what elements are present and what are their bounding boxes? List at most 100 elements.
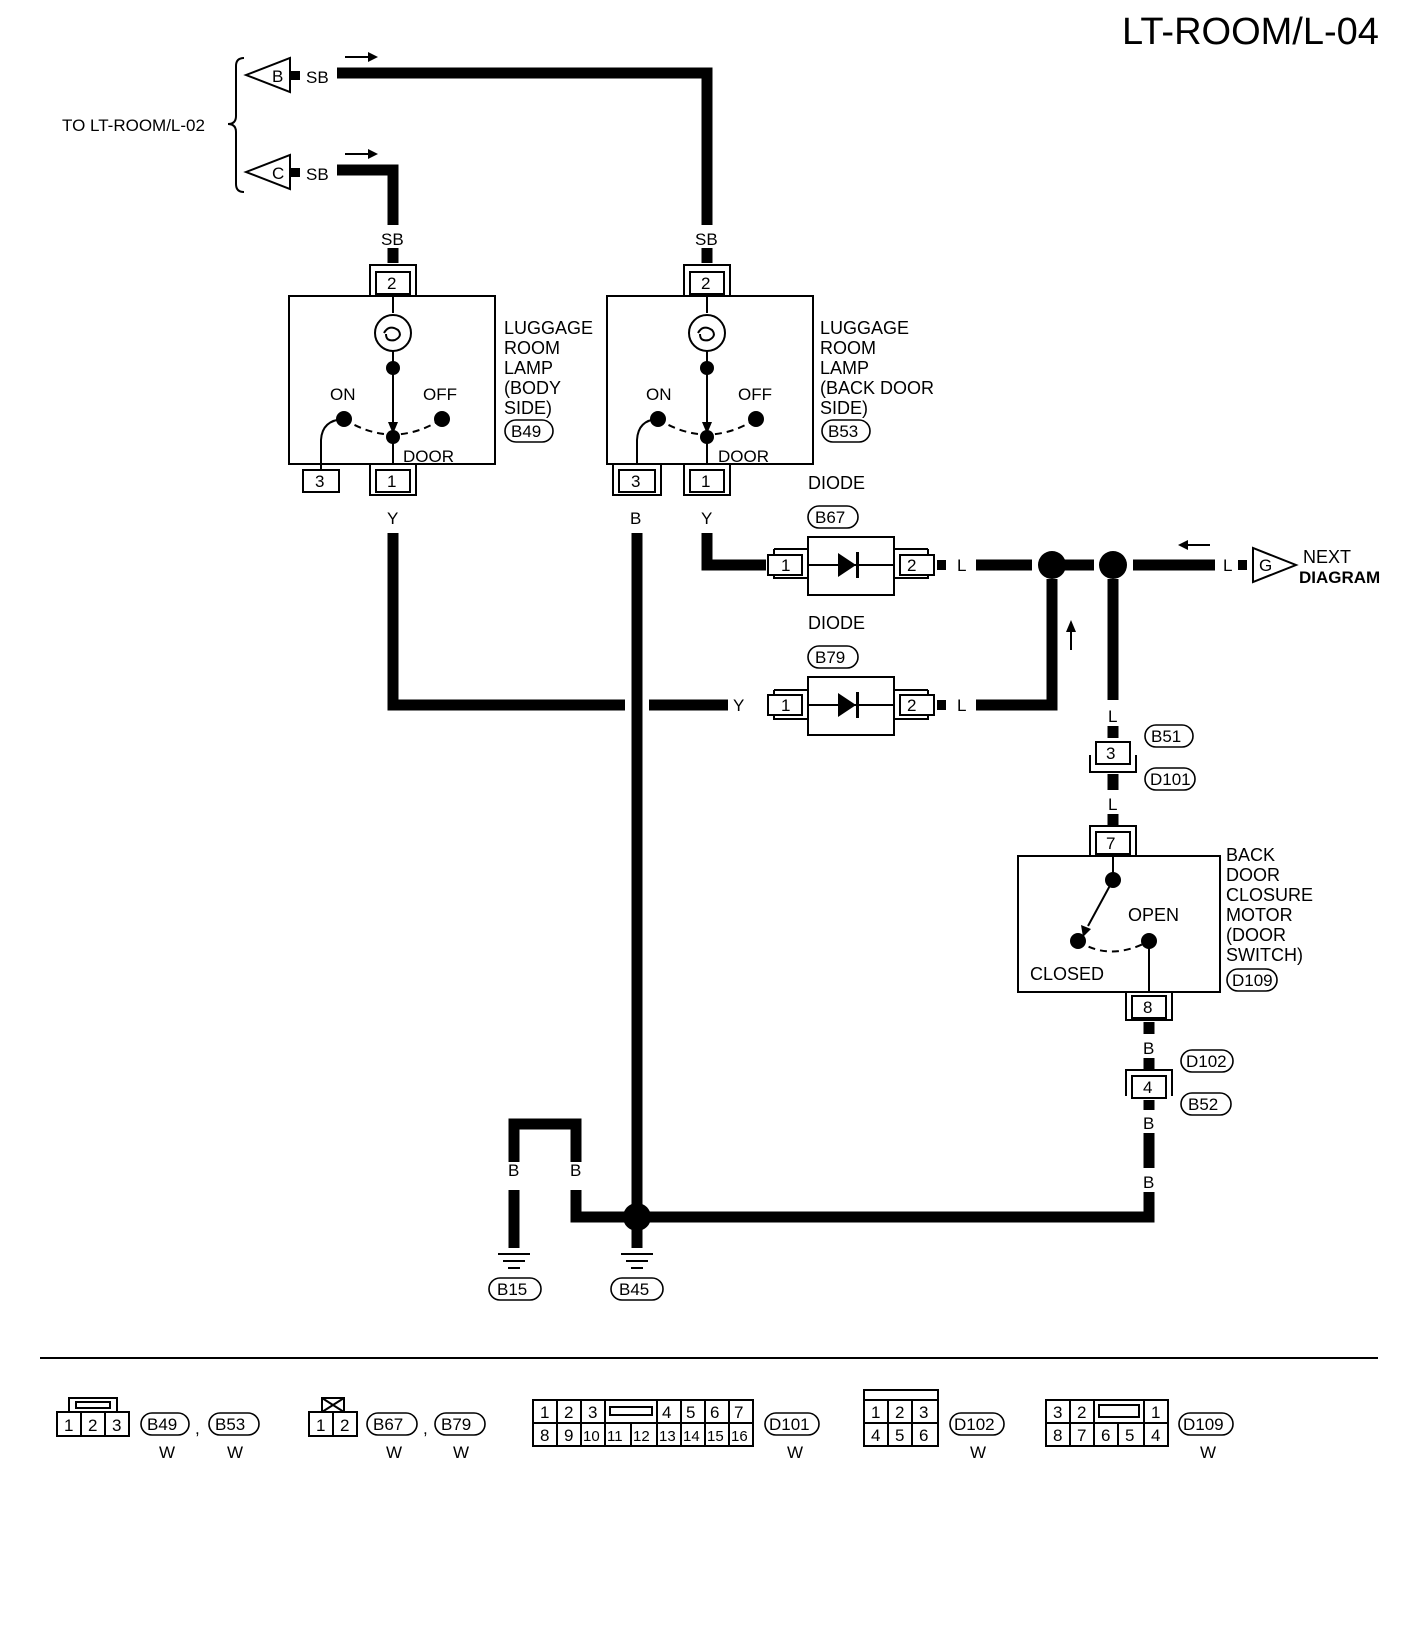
svg-text:B53: B53 — [215, 1415, 245, 1434]
svg-text:(BACK DOOR: (BACK DOOR — [820, 378, 934, 398]
svg-text:ROOM: ROOM — [504, 338, 560, 358]
svg-text:1: 1 — [540, 1403, 549, 1422]
svg-text:SIDE): SIDE) — [504, 398, 552, 418]
svg-text:B49: B49 — [511, 422, 541, 441]
luggage-room-lamp-body-side: 2 ON OFF DOOR 3 1 LUGGAGE ROOM LAMP (BOD… — [288, 264, 593, 496]
wire-label: L — [957, 696, 966, 715]
wire-label: Y — [701, 509, 712, 528]
wire-label: L — [1108, 795, 1117, 814]
svg-text:B53: B53 — [828, 422, 858, 441]
svg-text:DIODE: DIODE — [808, 613, 865, 633]
svg-text:13: 13 — [659, 1428, 676, 1445]
luggage-room-lamp-back-door-side: 2 ON OFF DOOR 3 1 LUGGAGE ROOM LAMP (BAC… — [606, 264, 934, 496]
wire-b-ground-bus — [637, 1192, 1155, 1223]
splice — [1038, 551, 1066, 579]
svg-text:4: 4 — [871, 1426, 880, 1445]
svg-text:MOTOR: MOTOR — [1226, 905, 1293, 925]
bracket — [227, 57, 245, 193]
svg-text:5: 5 — [686, 1403, 695, 1422]
svg-text:1: 1 — [1151, 1403, 1160, 1422]
svg-text:D109: D109 — [1183, 1415, 1224, 1434]
wire-y-b53 — [701, 533, 766, 571]
svg-text:CLOSED: CLOSED — [1030, 964, 1104, 984]
connector-view-d102: 1 2 3 4 5 6 D102 W — [863, 1389, 1005, 1462]
svg-text:3: 3 — [112, 1416, 121, 1435]
svg-text:14: 14 — [683, 1428, 700, 1445]
svg-text:W: W — [970, 1443, 986, 1462]
svg-text:DIODE: DIODE — [808, 473, 865, 493]
svg-text:7: 7 — [734, 1403, 743, 1422]
svg-text:8: 8 — [1143, 998, 1152, 1017]
ref-b-arrow: B SB — [243, 52, 378, 94]
svg-text:1: 1 — [387, 472, 396, 491]
svg-text:,: , — [195, 1419, 200, 1438]
svg-text:3: 3 — [1053, 1403, 1062, 1422]
svg-text:W: W — [453, 1443, 469, 1462]
svg-text:D101: D101 — [1150, 770, 1191, 789]
splice — [1099, 551, 1127, 579]
svg-text:B: B — [272, 67, 283, 86]
wire-l-lower — [976, 579, 1058, 711]
joint-b51-d101: 3 B51 D101 — [1089, 724, 1196, 791]
svg-text:15: 15 — [707, 1428, 724, 1445]
wire-label: B — [631, 1161, 642, 1180]
svg-text:,: , — [423, 1419, 428, 1438]
svg-text:NEXT: NEXT — [1303, 547, 1351, 567]
wire-label: B — [508, 1161, 519, 1180]
svg-text:OFF: OFF — [738, 385, 772, 404]
diode-b67: DIODE B67 1 2 — [767, 473, 935, 596]
svg-text:D102: D102 — [1186, 1052, 1227, 1071]
connector-view-d109: 3 2 1 8 7 6 5 4 D109 W — [1045, 1399, 1234, 1462]
svg-text:3: 3 — [588, 1403, 597, 1422]
svg-text:2: 2 — [701, 274, 710, 293]
svg-text:W: W — [787, 1443, 803, 1462]
wire-label: L — [1108, 707, 1117, 726]
svg-text:1: 1 — [781, 556, 790, 575]
svg-text:6: 6 — [1101, 1426, 1110, 1445]
svg-text:ROOM: ROOM — [820, 338, 876, 358]
svg-text:2: 2 — [895, 1403, 904, 1422]
svg-text:DOOR: DOOR — [718, 447, 769, 466]
back-door-closure-motor: 7 OPEN CLOSED 8 BACK DOOR CLOSURE MOTOR … — [1017, 825, 1313, 1021]
connector-view-d101: 1 2 3 4 5 6 7 8 9 10 11 12 13 14 15 16 D… — [532, 1399, 820, 1462]
svg-text:1: 1 — [316, 1416, 325, 1435]
svg-text:B67: B67 — [373, 1415, 403, 1434]
svg-text:LUGGAGE: LUGGAGE — [820, 318, 909, 338]
svg-text:10: 10 — [583, 1428, 600, 1445]
svg-text:11: 11 — [607, 1428, 623, 1445]
svg-text:4: 4 — [1151, 1426, 1160, 1445]
svg-text:DOOR: DOOR — [403, 447, 454, 466]
svg-text:1: 1 — [781, 696, 790, 715]
wire-label: B — [1143, 1173, 1154, 1192]
svg-text:DOOR: DOOR — [1226, 865, 1280, 885]
svg-text:6: 6 — [919, 1426, 928, 1445]
svg-text:G: G — [1259, 556, 1272, 575]
svg-text:4: 4 — [662, 1403, 671, 1422]
svg-text:C: C — [272, 164, 284, 183]
svg-text:SWITCH): SWITCH) — [1226, 945, 1303, 965]
wire-label: B — [1143, 1114, 1154, 1133]
wire-label: B — [1143, 1039, 1154, 1058]
svg-text:1: 1 — [871, 1403, 880, 1422]
svg-text:4: 4 — [1143, 1078, 1152, 1097]
svg-text:9: 9 — [564, 1426, 573, 1445]
svg-text:16: 16 — [731, 1428, 748, 1445]
wire-sb-b49 — [337, 164, 399, 225]
svg-text:OPEN: OPEN — [1128, 905, 1179, 925]
svg-text:3: 3 — [919, 1403, 928, 1422]
svg-text:W: W — [227, 1443, 243, 1462]
svg-text:6: 6 — [710, 1403, 719, 1422]
svg-text:B15: B15 — [497, 1280, 527, 1299]
svg-text:W: W — [159, 1443, 175, 1462]
wire-label: L — [957, 556, 966, 575]
svg-text:2: 2 — [340, 1416, 349, 1435]
svg-text:D102: D102 — [954, 1415, 995, 1434]
svg-text:8: 8 — [540, 1426, 549, 1445]
svg-text:1: 1 — [701, 472, 710, 491]
svg-text:2: 2 — [907, 696, 916, 715]
svg-text:2: 2 — [907, 556, 916, 575]
svg-text:LAMP: LAMP — [820, 358, 869, 378]
page-title: LT-ROOM/L-04 — [1122, 11, 1379, 53]
svg-text:5: 5 — [1125, 1426, 1134, 1445]
